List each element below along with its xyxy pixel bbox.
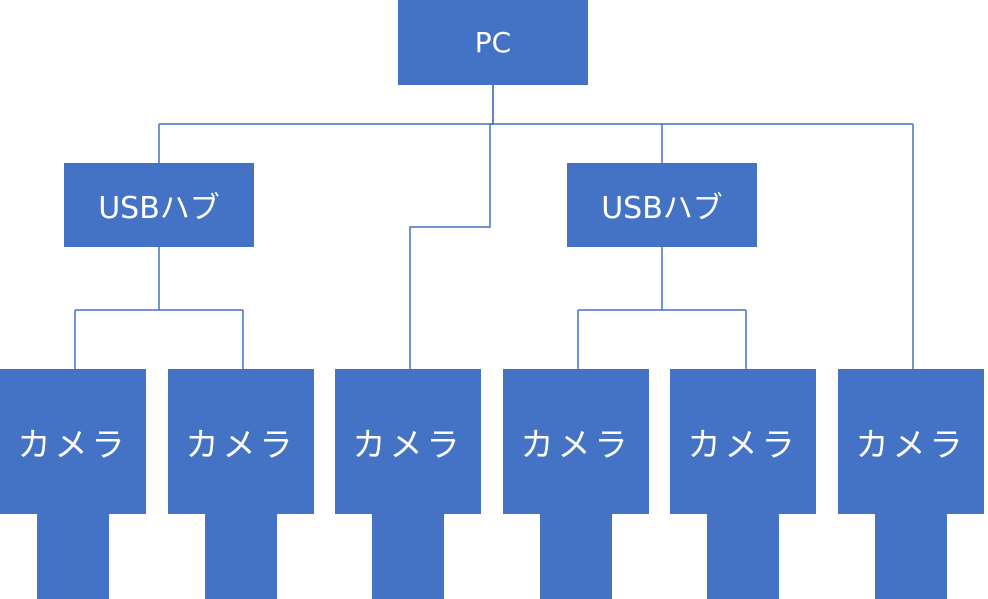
camera-body: カメラ — [335, 369, 481, 514]
camera-body: カメラ — [838, 369, 984, 514]
camera-node-4: カメラ — [503, 369, 649, 599]
camera-mount — [205, 514, 277, 599]
usb-hub-node-right: USBハブ — [567, 163, 757, 247]
pc-node: PC — [398, 0, 588, 85]
camera-body: カメラ — [0, 369, 146, 514]
camera-mount — [875, 514, 947, 599]
camera-label: カメラ — [855, 424, 967, 464]
camera-node-2: カメラ — [168, 369, 314, 599]
camera-mount — [707, 514, 779, 599]
camera-mount — [37, 514, 109, 599]
camera-body: カメラ — [168, 369, 314, 514]
camera-node-5: カメラ — [670, 369, 816, 599]
pc-to-camera-3-line — [409, 85, 494, 369]
camera-body: カメラ — [670, 369, 816, 514]
camera-body: カメラ — [503, 369, 649, 514]
pc-label: PC — [474, 26, 512, 59]
camera-mount — [540, 514, 612, 599]
usb-hub-node-left: USBハブ — [64, 163, 254, 247]
camera-label: カメラ — [520, 424, 632, 464]
camera-label: カメラ — [352, 424, 464, 464]
camera-node-3: カメラ — [335, 369, 481, 599]
usb-hub-label: USBハブ — [601, 191, 723, 226]
camera-label: カメラ — [17, 424, 129, 464]
camera-mount — [372, 514, 444, 599]
usb-hub-label: USBハブ — [98, 191, 220, 226]
camera-label: カメラ — [687, 424, 799, 464]
camera-label: カメラ — [185, 424, 297, 464]
camera-node-6: カメラ — [838, 369, 984, 599]
camera-node-1: カメラ — [0, 369, 146, 599]
